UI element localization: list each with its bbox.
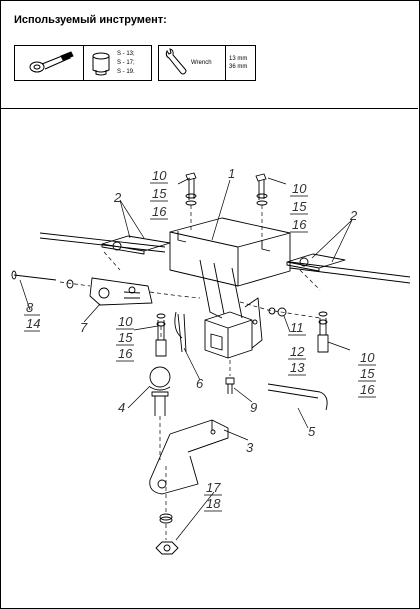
callout-16-d: 16	[360, 382, 375, 397]
callout-16-a: 16	[152, 204, 167, 219]
alignment-lines	[59, 205, 321, 540]
wrench-size-1: 13 mm	[229, 56, 248, 62]
socket-icon	[92, 52, 110, 76]
callout-4: 4	[118, 400, 125, 415]
spacer-plates	[101, 235, 346, 272]
callout-10-b: 10	[292, 181, 307, 196]
callout-14: 14	[26, 316, 40, 331]
wrench-size-2: 36 mm	[229, 64, 248, 70]
callout-10-d: 10	[360, 350, 375, 365]
callout-16-c: 16	[118, 346, 133, 361]
nut-washer-bottom	[155, 513, 179, 555]
exploded-view-diagram: 1 2 2 3 4 5 6 7 8 9 10 15 16 10 15 16 10…	[11, 166, 411, 555]
callout-underlines	[24, 182, 376, 512]
long-pin	[11, 270, 74, 289]
tow-bracket	[89, 277, 153, 306]
callout-12: 12	[290, 344, 305, 359]
ratchet-icon	[29, 51, 74, 73]
wrench-icon	[165, 48, 187, 75]
callout-11: 11	[290, 320, 304, 335]
callout-17: 17	[206, 480, 221, 495]
wrench-label: Wrench	[191, 60, 212, 66]
callout-8: 8	[26, 300, 34, 315]
socket-size-3: S - 19.	[117, 69, 135, 75]
callout-1: 1	[228, 166, 235, 181]
frame-rails	[39, 232, 411, 284]
ball-mount	[149, 419, 229, 495]
side-bolt-right	[268, 307, 329, 353]
callout-7: 7	[80, 320, 88, 335]
callout-6: 6	[196, 376, 204, 391]
hitch-pin	[174, 311, 187, 353]
callout-9: 9	[250, 400, 257, 415]
wrench-size-cell: 13 mm 36 mm	[225, 46, 255, 80]
spring-clip	[267, 383, 328, 411]
callout-2-right: 2	[349, 208, 358, 223]
crossmember	[169, 217, 291, 359]
callout-3: 3	[246, 440, 254, 455]
ratchet-cell	[15, 46, 83, 80]
socket-size-1: S - 13;	[117, 51, 135, 57]
tow-ball	[149, 366, 171, 416]
tools-section: Используемый инструмент: S - 13	[0, 0, 418, 109]
callout-10-a: 10	[152, 168, 167, 183]
callout-15-d: 15	[360, 366, 375, 381]
callout-10-c: 10	[118, 314, 133, 329]
callout-15-a: 15	[152, 186, 167, 201]
socket-size-2: S - 17;	[117, 60, 135, 66]
leader-lines	[19, 177, 353, 541]
callout-13: 13	[290, 360, 305, 375]
tools-title: Используемый инструмент:	[14, 14, 167, 26]
socket-cell: S - 13; S - 17; S - 19.	[83, 46, 151, 80]
callout-16-b: 16	[292, 217, 307, 232]
callout-labels: 1 2 2 3 4 5 6 7 8 9 10 15 16 10 15 16 10…	[26, 166, 375, 511]
bolts-top	[185, 172, 268, 206]
tool-box-sockets: S - 13; S - 17; S - 19.	[14, 45, 152, 81]
callout-15-b: 15	[292, 199, 307, 214]
callout-18: 18	[206, 496, 221, 511]
callout-2-left: 2	[113, 190, 122, 205]
tool-box-wrench: Wrench 13 mm 36 mm	[158, 45, 256, 81]
callout-15-c: 15	[118, 330, 133, 345]
callout-5: 5	[308, 424, 316, 439]
wrench-cell: Wrench	[159, 46, 225, 80]
small-bolt	[225, 377, 235, 394]
